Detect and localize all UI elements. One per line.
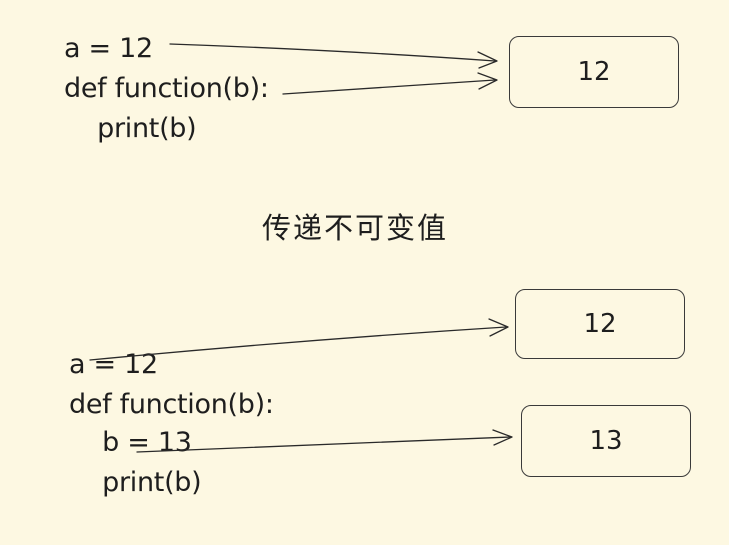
code-line-top-a: a = 12	[64, 33, 153, 64]
value-box-top-label: 12	[577, 57, 611, 87]
arrowhead-bottom-a	[488, 318, 509, 337]
arrowhead-bottom-b	[492, 429, 513, 446]
value-box-bottom-13: 13	[521, 405, 691, 477]
arrow-top-b-to-12	[282, 79, 496, 95]
code-line-bottom-a: a = 12	[69, 349, 158, 380]
value-box-bottom-12: 12	[515, 289, 685, 359]
caption: 传递不可变值	[262, 211, 449, 245]
code-line-top-print: print(b)	[64, 113, 197, 144]
arrowhead-top-b	[477, 72, 498, 90]
value-box-top-12: 12	[509, 36, 679, 108]
arrowhead-top-a	[477, 51, 498, 69]
code-line-bottom-def: def function(b):	[69, 389, 274, 420]
arrow-bottom-a-to-12	[89, 326, 507, 361]
code-line-bottom-print: print(b)	[69, 467, 202, 498]
arrow-bottom-b-to-13	[136, 436, 511, 453]
value-box-bottom-12-label: 12	[583, 309, 617, 339]
arrow-top-a-to-12	[169, 43, 496, 62]
value-box-bottom-13-label: 13	[589, 426, 623, 456]
code-line-top-def: def function(b):	[64, 73, 269, 104]
